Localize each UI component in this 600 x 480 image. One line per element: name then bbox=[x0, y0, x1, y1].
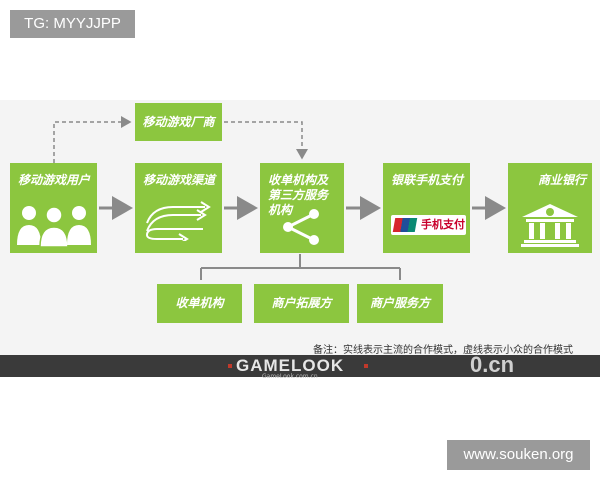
watermark-label: www.souken.org bbox=[447, 440, 590, 470]
node-users-label: 移动游戏用户 bbox=[18, 173, 91, 187]
footer-dot-left bbox=[228, 364, 232, 368]
site-logo-right: 0.cn bbox=[470, 352, 515, 377]
bank-icon bbox=[521, 204, 579, 247]
people-icon bbox=[17, 206, 91, 247]
footer-dot-right bbox=[364, 364, 368, 368]
flow-arrows-icon bbox=[145, 201, 211, 241]
footer-bar bbox=[0, 355, 600, 377]
gamelook-site: GameLook.com.cn bbox=[262, 373, 318, 380]
node-channel-label: 移动游戏渠道 bbox=[143, 173, 216, 187]
node-users: 移动游戏用户 bbox=[10, 163, 97, 253]
sub-node-merchant-expansion: 商户拓展方 bbox=[254, 284, 349, 323]
unionpay-card: 手机支付 bbox=[391, 215, 466, 235]
share-icon bbox=[283, 209, 319, 245]
tag-label: TG: MYYJJPP bbox=[10, 10, 135, 38]
sub-node-merchant-expansion-label: 商户拓展方 bbox=[271, 296, 332, 310]
node-channel: 移动游戏渠道 bbox=[135, 163, 222, 253]
node-unionpay: 银联手机支付 手机支付 bbox=[383, 163, 470, 253]
node-unionpay-label: 银联手机支付 bbox=[391, 173, 464, 187]
sub-node-merchant-service: 商户服务方 bbox=[357, 284, 443, 323]
sub-node-acquirer: 收单机构 bbox=[157, 284, 242, 323]
node-bank-label: 商业银行 bbox=[538, 173, 587, 187]
node-acquirer-label: 收单机构及第三方服务机构 bbox=[268, 173, 329, 217]
gamelook-logo: GAMELOOK bbox=[236, 356, 345, 375]
node-vendor-label: 移动游戏厂商 bbox=[142, 115, 215, 129]
footnote: 备注：实线表示主流的合作模式，虚线表示小众的合作模式 bbox=[313, 345, 573, 356]
sub-node-acquirer-label: 收单机构 bbox=[175, 296, 224, 310]
dashed-vendor-acquirer bbox=[224, 121, 308, 160]
card-text: 手机支付 bbox=[421, 218, 465, 231]
node-vendor: 移动游戏厂商 bbox=[135, 103, 222, 141]
node-bank: 商业银行 bbox=[508, 163, 592, 253]
sub-node-merchant-service-label: 商户服务方 bbox=[369, 296, 430, 310]
dashed-users-vendor bbox=[53, 116, 132, 163]
unionpay-logo-icon bbox=[392, 218, 418, 232]
node-acquirer: 收单机构及第三方服务机构 bbox=[260, 163, 344, 253]
